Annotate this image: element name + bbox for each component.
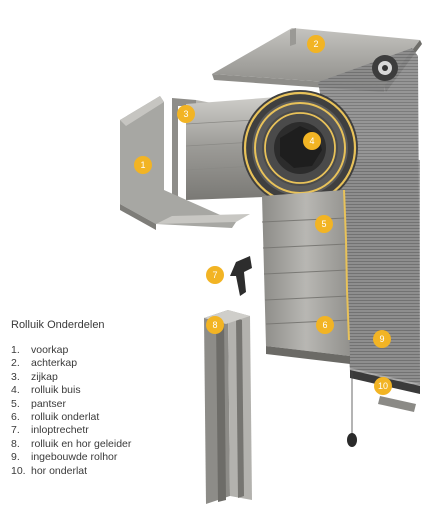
badge-1-label: 1 bbox=[140, 160, 145, 170]
badge-6-label: 6 bbox=[322, 320, 327, 330]
shutter-bottom-slat bbox=[266, 346, 350, 364]
badge-4-label: 4 bbox=[309, 136, 314, 146]
legend-item-label: rolluik en hor geleider bbox=[31, 437, 132, 450]
legend-item: 8. rolluik en hor geleider bbox=[11, 438, 131, 451]
legend-item: 4. rolluik buis bbox=[11, 384, 131, 397]
badge-5: 5 bbox=[315, 215, 333, 233]
badge-7-label: 7 bbox=[212, 270, 217, 280]
badge-9-label: 9 bbox=[379, 334, 384, 344]
badge-5-label: 5 bbox=[321, 219, 326, 229]
parts-legend: Rolluik Onderdelen 1. voorkap 2. achterkap… bbox=[11, 319, 131, 478]
badge-2: 2 bbox=[307, 35, 325, 53]
pull-cord bbox=[347, 372, 357, 447]
legend-item: 2. achterkap bbox=[11, 357, 131, 370]
shutter-coil bbox=[242, 90, 358, 206]
guide-rail bbox=[204, 310, 252, 504]
entry-funnel bbox=[230, 256, 252, 296]
legend-item: 3. zijkap bbox=[11, 371, 131, 384]
legend-item-number: 7. bbox=[11, 424, 20, 437]
legend-item-number: 3. bbox=[11, 370, 20, 383]
legend-item: 1. voorkap bbox=[11, 344, 131, 357]
legend-item: 5. pantser bbox=[11, 398, 131, 411]
legend-item-label: rolluik buis bbox=[31, 384, 81, 397]
legend-item-number: 5. bbox=[11, 397, 20, 410]
badge-3-label: 3 bbox=[183, 109, 188, 119]
legend-item: 10. hor onderlat bbox=[11, 465, 131, 478]
legend-item: 7. inloptrechetr bbox=[11, 424, 131, 437]
badge-7: 7 bbox=[206, 266, 224, 284]
front-cover bbox=[120, 96, 250, 230]
legend-item-number: 2. bbox=[11, 357, 20, 370]
legend-item-label: voorkap bbox=[31, 344, 69, 356]
shutter-curtain bbox=[261, 189, 351, 356]
badge-3: 3 bbox=[177, 105, 195, 123]
legend-item-label: ingebouwde rolhor bbox=[31, 451, 118, 464]
legend-item-label: hor onderlat bbox=[31, 464, 88, 477]
legend-item-number: 8. bbox=[11, 437, 20, 450]
legend-item-label: zijkap bbox=[31, 370, 58, 383]
badge-10: 10 bbox=[374, 377, 392, 395]
screen-roller-end bbox=[372, 55, 398, 81]
legend-item: 6. rolluik onderlat bbox=[11, 411, 131, 424]
legend-item-label: achterkap bbox=[31, 357, 78, 370]
legend-item-number: 4. bbox=[11, 384, 20, 397]
badge-8: 8 bbox=[206, 316, 224, 334]
legend-item-label: inloptrechetr bbox=[31, 424, 89, 437]
legend-item-label: pantser bbox=[31, 397, 67, 410]
badge-10-label: 10 bbox=[378, 381, 388, 391]
legend-item: 9. ingebouwde rolhor bbox=[11, 451, 131, 464]
legend-item-number: 9. bbox=[11, 451, 20, 464]
legend-item-number: 6. bbox=[11, 411, 20, 424]
legend-list: 1. voorkap 2. achterkap 3. zijkap 4. rolluik… bbox=[11, 344, 131, 478]
badge-8-label: 8 bbox=[212, 320, 217, 330]
legend-item-label: rolluik onderlat bbox=[31, 411, 100, 424]
legend-item-number: 1. bbox=[11, 344, 20, 356]
badge-4: 4 bbox=[303, 132, 321, 150]
legend-item-number: 10. bbox=[11, 464, 26, 477]
legend-title: Rolluik Onderdelen bbox=[11, 319, 105, 331]
badge-2-label: 2 bbox=[313, 39, 318, 49]
badge-1: 1 bbox=[134, 156, 152, 174]
badge-9: 9 bbox=[373, 330, 391, 348]
badge-6: 6 bbox=[316, 316, 334, 334]
